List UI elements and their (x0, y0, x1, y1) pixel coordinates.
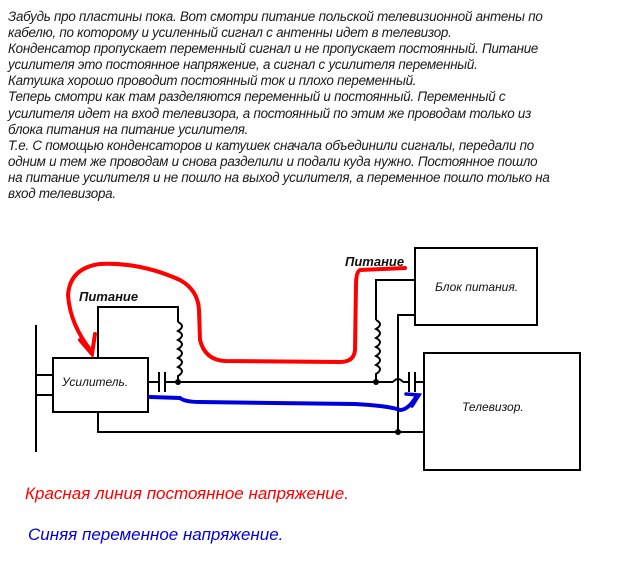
tv-box (423, 352, 581, 471)
text-line: Теперь смотри как там разделяются переме… (8, 89, 506, 105)
amplifier-label: Усилитель. (62, 375, 129, 389)
tv-label: Телевизор. (462, 400, 524, 414)
blue-arrow-icon (404, 392, 423, 408)
blue-line-caption: Синяя переменное напряжение. (28, 525, 284, 544)
ground-wire (97, 412, 424, 433)
right-coil (373, 319, 381, 382)
text-line: Катушка хорошо проводит постоянный ток и… (8, 73, 417, 89)
text-line: усилителя идет на вход телевизора, а пос… (8, 105, 532, 121)
text-line: Забудь про пластины пока. Вот смотри пит… (8, 9, 543, 24)
amp-power-wire (97, 306, 179, 358)
node (395, 429, 401, 435)
text-line: вход телевизора. (8, 186, 116, 202)
red-line-caption: Красная линия постоянное напряжение. (25, 484, 349, 503)
text-line: на питание усилителя и не пошло на выход… (8, 169, 550, 185)
text-line: блока питания на питание усилителя. (8, 121, 249, 137)
power-supply-box (414, 247, 538, 326)
power-supply-label: Блок питания. (435, 280, 519, 294)
text-line: одним и тем же проводам и снова разделил… (8, 153, 538, 169)
node (175, 379, 181, 385)
text-line: усилителя это постоянное напряжение, а с… (8, 57, 478, 73)
red-arrow-icon (78, 332, 97, 359)
text-line: кабелю, по которому и усиленный сигнал с… (8, 25, 452, 41)
amplifier-box (52, 357, 149, 413)
power-label-right: Питание (345, 254, 405, 269)
psu-power-wire (375, 279, 415, 320)
ac-path-blue-line (148, 395, 418, 413)
left-coil (175, 321, 183, 382)
explanation-text: Забудь про пластины пока. Вот смотри пит… (8, 9, 620, 202)
dc-path-red-line (65, 261, 407, 365)
text-line: Конденсатор пропускает переменный сигнал… (8, 41, 539, 57)
power-label-left: Питание (79, 289, 139, 304)
node (373, 379, 379, 385)
psu-ground-wire (397, 314, 415, 432)
text-line: Т.е. С помощью конденсаторов и катушек с… (8, 137, 534, 153)
